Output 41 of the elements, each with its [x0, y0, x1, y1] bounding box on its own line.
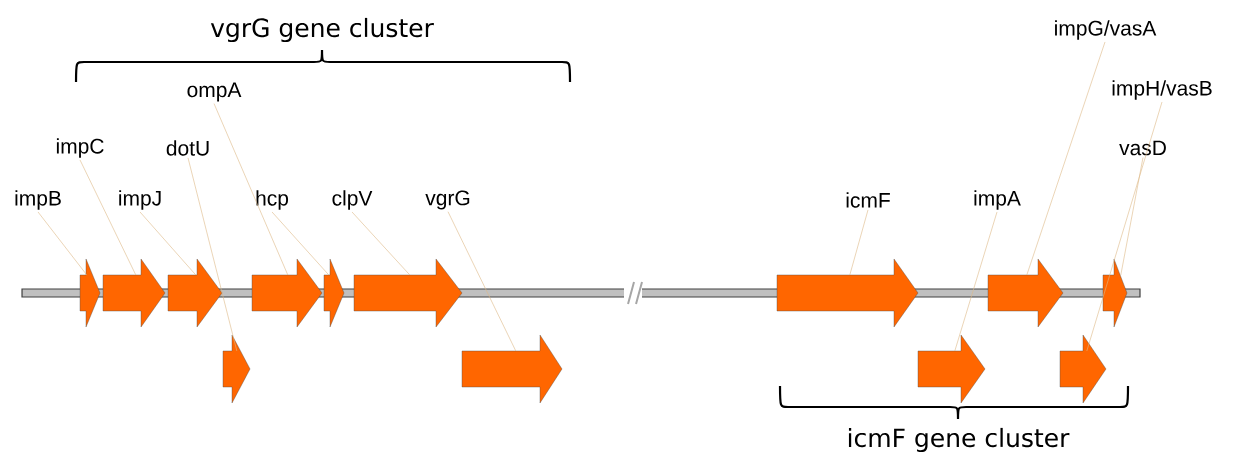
gene-label: clpV: [332, 190, 373, 210]
gene-block: [323, 258, 345, 328]
gene-block: [917, 334, 986, 404]
gene-label: icmF: [846, 192, 890, 208]
gene-block: [987, 258, 1064, 328]
gene-label: vasD: [1119, 140, 1166, 156]
gene-label: impJ: [119, 190, 161, 210]
gene-label: impB: [15, 190, 61, 210]
leader-line: [37, 211, 88, 276]
gene-block: [79, 258, 101, 328]
gene-label: dotU: [166, 140, 209, 156]
gene-label: vgrG: [425, 190, 470, 210]
leader-line: [213, 103, 289, 276]
gene-label: impH/vasB: [1112, 80, 1212, 100]
gene-label: ompA: [187, 82, 242, 102]
cluster-label: icmF gene cluster: [848, 427, 1070, 453]
gene-block: [461, 334, 563, 404]
leader-line: [79, 159, 137, 276]
gene-block: [102, 258, 166, 328]
gene-block: [353, 258, 463, 328]
leader-line: [447, 211, 517, 352]
gene-block: [167, 258, 223, 328]
gene-block: [1059, 334, 1107, 404]
gene-block: [1102, 258, 1128, 328]
leader-line: [1086, 101, 1163, 352]
leader-line: [849, 209, 869, 276]
leader-line: [954, 211, 998, 352]
gene-block: [222, 334, 251, 404]
gene-label: hcp: [256, 190, 289, 210]
gene-label: impG/vasA: [1055, 20, 1157, 40]
gene-block: [776, 258, 919, 328]
leader-line: [139, 211, 197, 276]
leader-line: [351, 211, 411, 276]
leader-line: [1120, 157, 1144, 276]
leader-line: [187, 157, 238, 352]
gene-label: impA: [974, 190, 1021, 210]
gene-label: impC: [56, 138, 104, 158]
leader-line: [1026, 41, 1106, 276]
leader-line: [271, 211, 330, 276]
gene-block: [251, 258, 323, 328]
cluster-label: vgrG gene cluster: [210, 17, 434, 43]
